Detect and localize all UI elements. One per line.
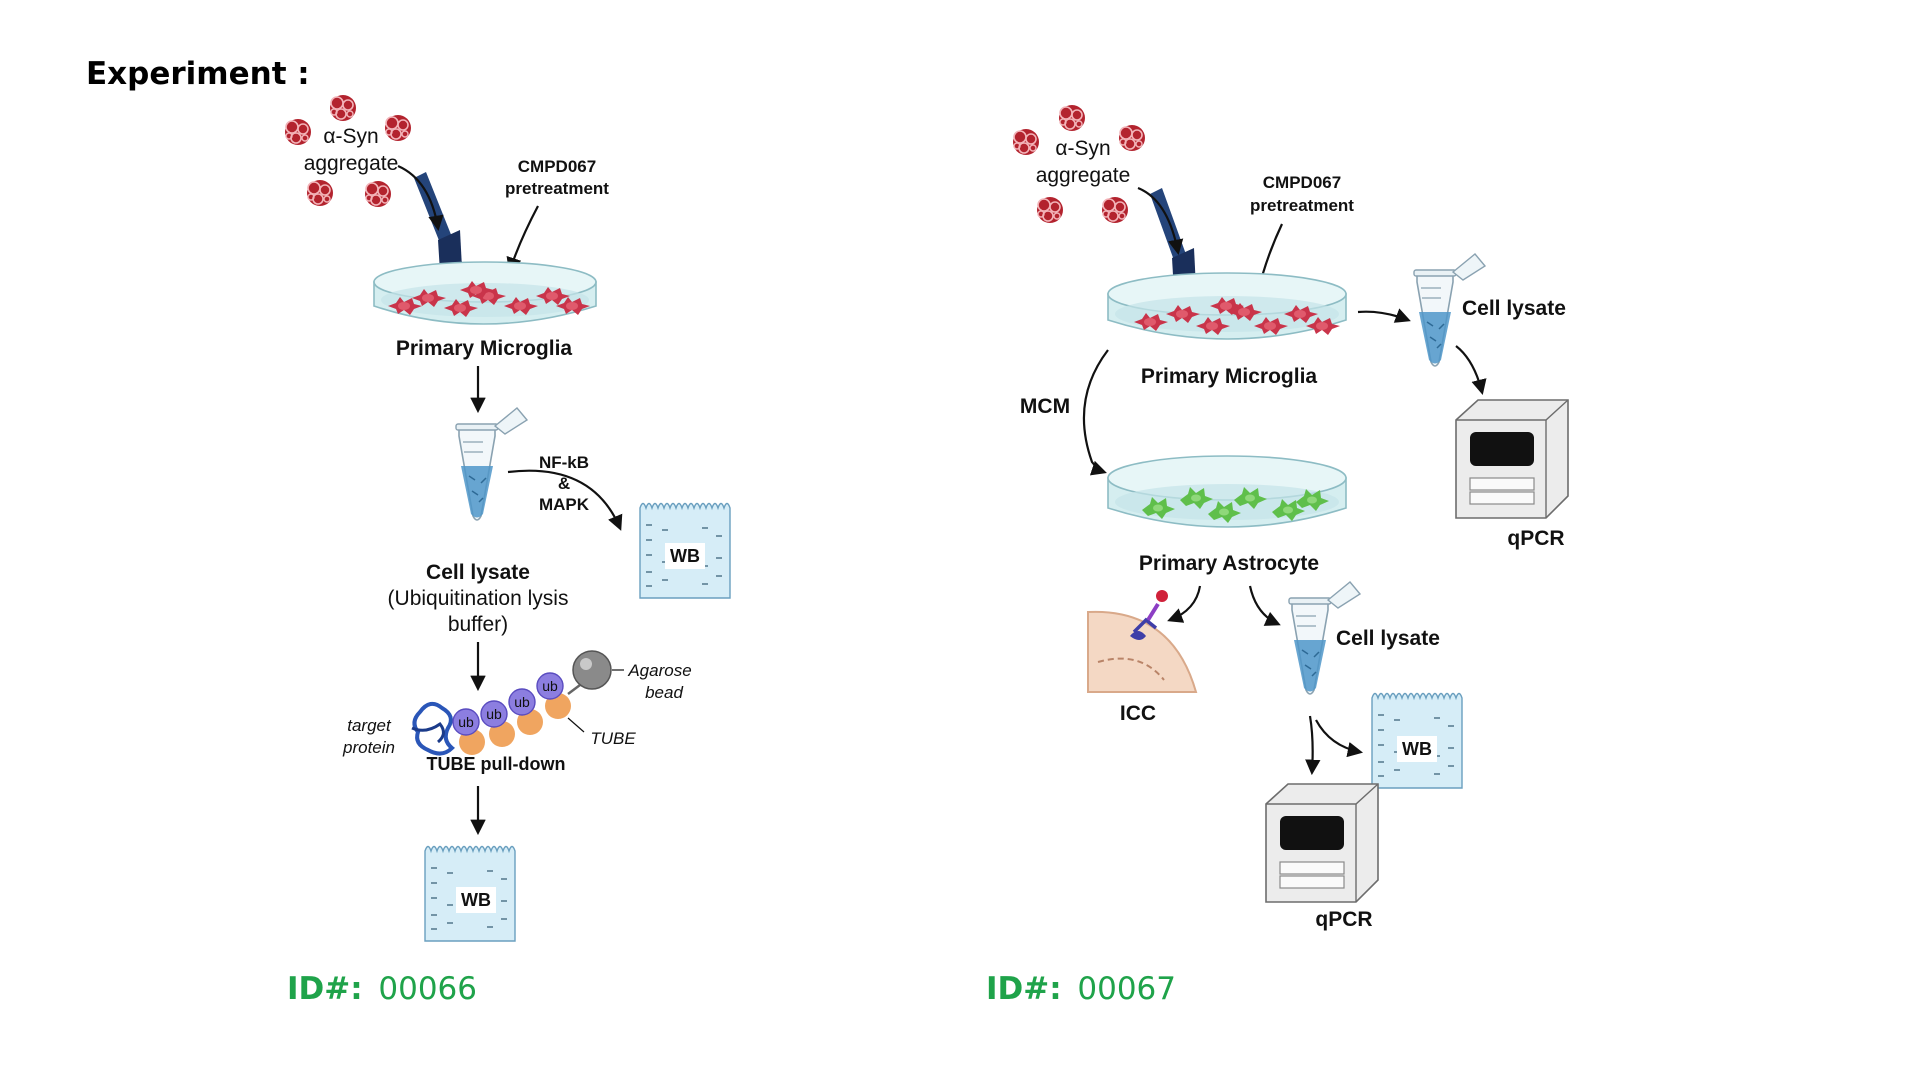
lysate-buffer-line-2: buffer) [448, 613, 508, 636]
wb-label-bg-right [1397, 736, 1437, 762]
arrow-to-qpcr-bottom [1305, 715, 1321, 776]
qpcr-machine-icon-top [1455, 399, 1569, 519]
id-right: ID#: 00067 [986, 971, 1176, 1007]
pretreatment-label: CMPD067 [518, 157, 596, 176]
pathway-label-2: & [558, 474, 570, 493]
pathway-arrow [507, 469, 623, 531]
wb-label-right: WB [1402, 739, 1432, 759]
astrocyte-label: Primary Astrocyte [1139, 552, 1319, 575]
agarose-label: Agarose [627, 661, 691, 680]
aggregate-label-right: α-Syn [1055, 137, 1110, 160]
wb-label-bg-bottom [456, 887, 496, 913]
wb-label-top: WB [670, 546, 700, 566]
tube-leader [567, 717, 585, 733]
id-left: ID#: 00066 [287, 971, 477, 1007]
lysate-buffer-line: (Ubiquitination lysis [388, 587, 569, 610]
ub-label-3: ub [514, 694, 530, 710]
id-label-left: ID#: [287, 971, 363, 1007]
aggregate-label-2: aggregate [304, 152, 399, 175]
pathway-label: NF-kB [539, 453, 589, 472]
icc-cell-icon [1087, 590, 1198, 693]
left-panel: α-Syn aggregate CMPD067 pretreatment Pri… [284, 94, 731, 1007]
aggregate-label-right-2: aggregate [1036, 164, 1131, 187]
pulldown-label: TUBE pull-down [427, 754, 566, 774]
lysate-label-top: Cell lysate [1462, 297, 1566, 320]
target-protein-label: target [347, 716, 392, 735]
id-value-left: 00066 [378, 971, 477, 1007]
arrow-to-wb-right [1315, 719, 1364, 758]
ub-label-2: ub [486, 706, 502, 722]
pathway-label-3: MAPK [539, 495, 590, 514]
id-label-right: ID#: [986, 971, 1062, 1007]
microglia-label: Primary Microglia [396, 337, 573, 360]
icc-label: ICC [1120, 702, 1156, 725]
pretreatment-arrow [506, 205, 539, 273]
experiment-title: Experiment : [86, 56, 310, 92]
agarose-label-2: bead [645, 683, 683, 702]
tube-pulldown-icon [411, 650, 612, 756]
wb-label-bottom: WB [461, 890, 491, 910]
arrow-to-lysate-top [1357, 308, 1411, 323]
pretreatment-label-right-2: pretreatment [1250, 196, 1354, 215]
mcm-label: MCM [1020, 395, 1070, 418]
ub-label-4: ub [542, 678, 558, 694]
lysate-tube-icon [455, 407, 528, 521]
aggregate-arrow [397, 164, 444, 232]
microglia-dish-icon-right [1107, 272, 1347, 340]
astrocyte-dish-icon [1107, 455, 1347, 528]
target-protein-label-2: protein [342, 738, 395, 757]
ub-label-1: ub [458, 714, 474, 730]
right-panel: α-Syn aggregate CMPD067 pretreatment Pri… [986, 104, 1569, 1007]
wb-label-bg [665, 543, 705, 569]
lysate-title: Cell lysate [426, 561, 530, 584]
qpcr-label-top: qPCR [1507, 527, 1564, 550]
mcm-arrow [1082, 349, 1109, 476]
qpcr-label-bottom: qPCR [1315, 908, 1372, 931]
alpha-syn-aggregate-icon [284, 94, 412, 208]
pretreatment-label-right: CMPD067 [1263, 173, 1341, 192]
lysate-label-bottom: Cell lysate [1336, 627, 1440, 650]
aggregate-label: α-Syn [323, 125, 378, 148]
arrow-to-lysate-bottom [1248, 585, 1281, 626]
pretreatment-label-2: pretreatment [505, 179, 609, 198]
arrow-to-icc [1167, 585, 1202, 623]
microglia-dish-icon [373, 261, 597, 325]
aggregate-arrow-right [1137, 186, 1184, 256]
id-value-right: 00067 [1077, 971, 1176, 1007]
arrow-to-qpcr-top [1455, 345, 1487, 395]
qpcr-machine-icon-bottom [1265, 783, 1379, 903]
microglia-label-right: Primary Microglia [1141, 365, 1318, 388]
tube-label: TUBE [590, 729, 636, 748]
